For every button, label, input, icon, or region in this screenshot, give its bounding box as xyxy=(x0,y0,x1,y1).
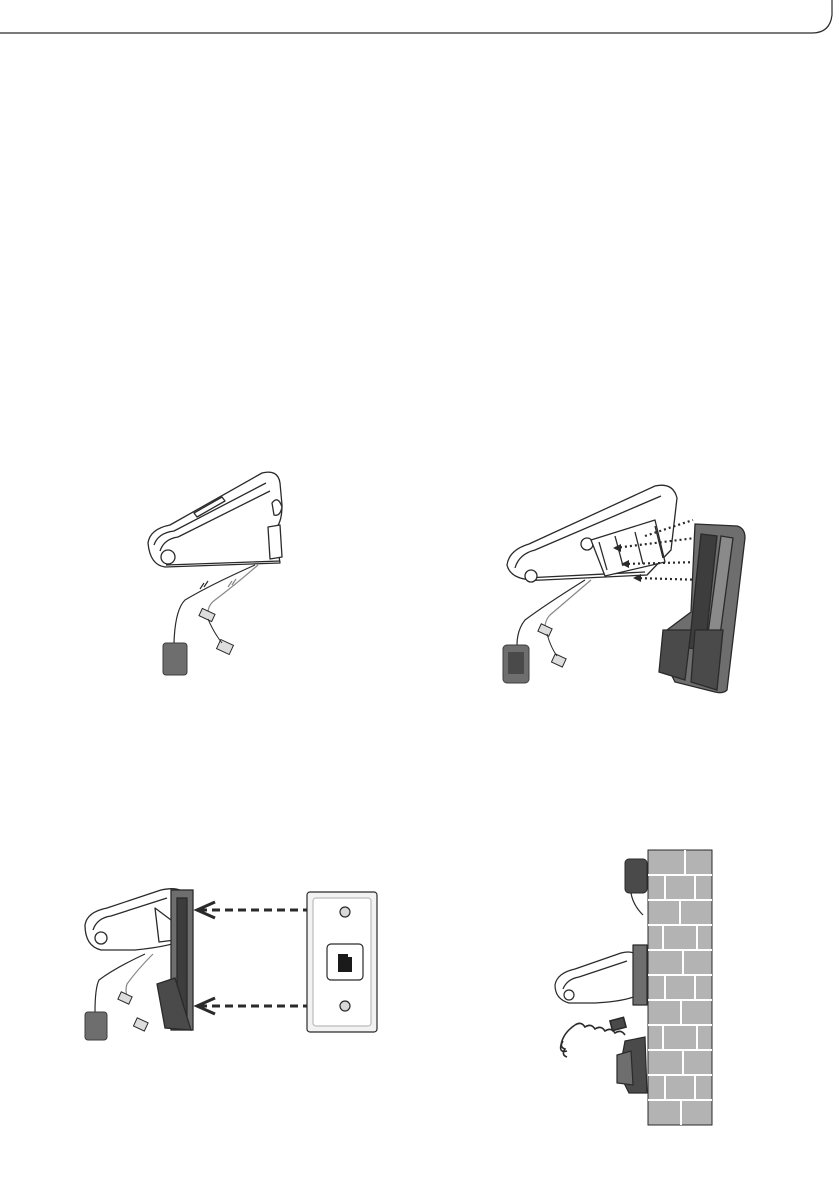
phone-cord xyxy=(208,565,258,613)
phone-cord xyxy=(126,954,153,996)
phone-plug-icon xyxy=(118,992,148,1031)
figure-base-with-cords xyxy=(130,465,300,685)
coiled-cord-icon xyxy=(561,1017,626,1057)
phone-plug-icon xyxy=(199,608,233,654)
power-adapter-icon xyxy=(625,859,647,915)
power-cord xyxy=(517,580,585,645)
figure-attach-wall-bracket xyxy=(495,480,755,700)
page-top-rule xyxy=(0,0,839,40)
brick-wall-icon xyxy=(648,850,712,1125)
figure-mounted-on-wall xyxy=(545,845,720,1130)
phone-cord xyxy=(545,580,591,628)
wall-bracket-icon xyxy=(659,524,745,693)
power-adapter-icon xyxy=(85,1012,107,1040)
telephone-base-icon xyxy=(148,472,282,567)
wall-bracket-icon xyxy=(617,1037,647,1093)
figure-align-with-wall-plate xyxy=(75,880,385,1040)
power-cord xyxy=(95,954,145,1012)
phone-plug-icon xyxy=(538,624,566,667)
telephone-base-icon xyxy=(555,945,647,1005)
phone-jack-icon xyxy=(327,944,363,980)
power-adapter-icon xyxy=(163,643,187,675)
